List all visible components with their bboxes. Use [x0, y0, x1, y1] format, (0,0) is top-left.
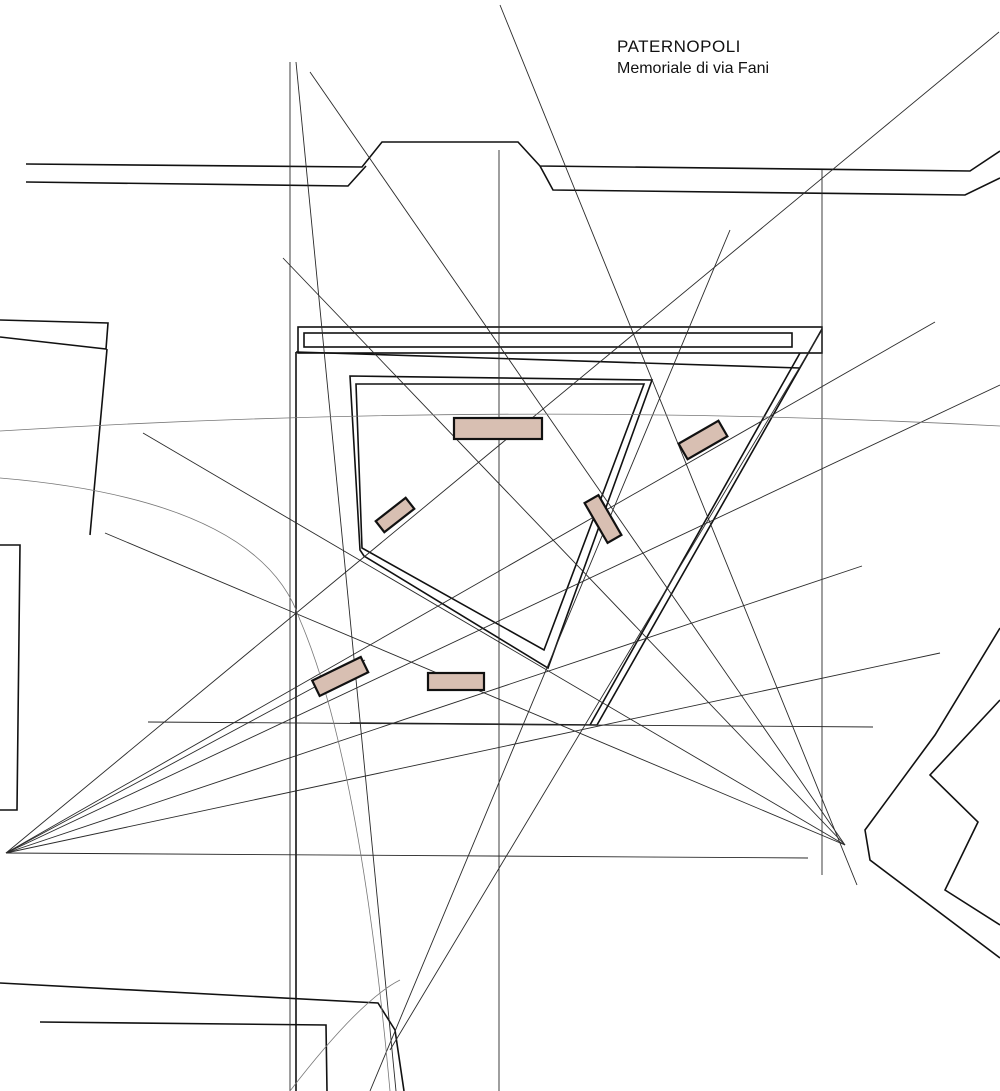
building-bottom-left — [0, 982, 405, 1091]
slab-top-center — [452, 416, 544, 441]
building-right-lower — [864, 627, 1000, 959]
building-left-wall — [89, 348, 108, 536]
construction-lines — [5, 4, 1000, 1091]
slab-lower-center — [426, 671, 486, 692]
bench-bar-outer — [297, 326, 823, 354]
slab-left-small — [374, 496, 416, 534]
enclosure-top-link — [295, 351, 801, 369]
enclosure-right-wall — [589, 352, 801, 726]
road-edge-top — [25, 141, 1000, 172]
road-edge-bottom — [25, 165, 367, 187]
street-outlines — [0, 141, 1000, 1091]
slab-lower-left — [310, 655, 370, 698]
road-edge-bottom-right — [539, 165, 1000, 196]
building-right-inner — [928, 699, 1000, 926]
building-bottom-left-inner — [39, 1021, 328, 1091]
town-name: PATERNOPOLI — [617, 37, 741, 56]
building-left-top — [0, 319, 109, 350]
memorial-enclosure — [295, 326, 823, 1091]
building-left-lower — [0, 544, 21, 811]
faint-guides — [0, 413, 1000, 1091]
memorial-slabs — [310, 416, 729, 698]
slab-right-middle — [583, 493, 623, 545]
memorial-name: Memoriale di via Fani — [617, 60, 770, 77]
bench-bar-inner — [303, 332, 793, 348]
title-block: PATERNOPOLI Memoriale di via Fani — [617, 36, 769, 80]
slab-right-upper — [677, 419, 729, 461]
inner-triangle-inner — [355, 383, 646, 652]
enclosure-right-diagonal — [596, 328, 823, 726]
inner-triangle-outer — [349, 375, 654, 670]
